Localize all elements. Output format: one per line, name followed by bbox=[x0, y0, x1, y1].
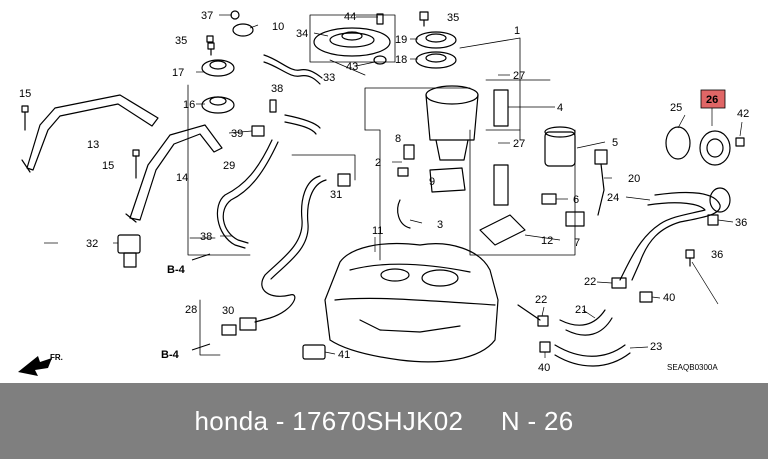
callout-29: 29 bbox=[223, 160, 235, 172]
bolt-15-upper bbox=[21, 105, 29, 131]
reference-arrows bbox=[18, 253, 211, 376]
callout-15-lower: 15 bbox=[102, 160, 114, 172]
callout-31: 31 bbox=[330, 189, 342, 201]
part-number-caption: honda - 17670SHJK02 N - 26 bbox=[194, 405, 574, 436]
callout-27-lower: 27 bbox=[513, 138, 525, 150]
callout-6: 6 bbox=[573, 194, 579, 206]
callout-20: 20 bbox=[628, 173, 640, 185]
fuel-pipe-29 bbox=[216, 139, 279, 249]
fuel-tank-strap-right bbox=[125, 124, 223, 223]
callout-14: 14 bbox=[176, 172, 188, 184]
callout-24: 24 bbox=[607, 192, 619, 204]
clip-parts bbox=[302, 173, 351, 360]
callout-36-lower: 36 bbox=[711, 249, 723, 261]
callout-35-right: 35 bbox=[447, 12, 459, 24]
callout-9: 9 bbox=[429, 176, 435, 188]
callout-34: 34 bbox=[296, 28, 308, 40]
fuel-pump-rings bbox=[206, 11, 457, 69]
callout-26: 26 bbox=[706, 94, 718, 106]
front-indicator: FR. bbox=[50, 353, 63, 362]
callout-22-left: 22 bbox=[535, 294, 547, 306]
pump-bracket-12 bbox=[479, 193, 585, 246]
filler-hoses bbox=[517, 304, 631, 367]
highlighted-part-26-box bbox=[700, 89, 726, 109]
callout-38-lower: 38 bbox=[200, 231, 212, 243]
callout-37: 37 bbox=[201, 10, 213, 22]
bolt-15-lower bbox=[132, 149, 140, 179]
callout-27-upper: 27 bbox=[513, 70, 525, 82]
callout-15-upper: 15 bbox=[19, 88, 31, 100]
filler-pipe-24 bbox=[619, 187, 731, 281]
callout-35-left: 35 bbox=[175, 35, 187, 47]
callout-5: 5 bbox=[612, 137, 618, 149]
fuel-pump-seal-plates bbox=[313, 13, 391, 65]
callout-4: 4 bbox=[557, 102, 563, 114]
callout-43: 43 bbox=[346, 61, 358, 73]
level-sender bbox=[397, 144, 466, 229]
fuel-pipe-28-30 bbox=[221, 175, 327, 336]
fuel-tank-exploded-diagram: 37 10 35 17 16 33 38 39 34 44 43 35 19 1… bbox=[18, 10, 749, 376]
callout-36-upper: 36 bbox=[735, 217, 747, 229]
callout-13: 13 bbox=[87, 139, 99, 151]
callout-25: 25 bbox=[670, 102, 682, 114]
ref-b4-lower: B-4 bbox=[161, 349, 180, 361]
callout-39: 39 bbox=[231, 128, 243, 140]
callout-21: 21 bbox=[575, 304, 587, 316]
fuel-pump-module bbox=[425, 85, 509, 206]
callout-11: 11 bbox=[372, 225, 383, 237]
callout-22-right: 22 bbox=[584, 276, 596, 288]
callout-38-upper: 38 bbox=[271, 83, 283, 95]
pipe-bracket-frame bbox=[187, 14, 576, 356]
callout-23: 23 bbox=[650, 341, 662, 353]
fuel-tank bbox=[324, 242, 499, 363]
callout-32: 32 bbox=[86, 238, 98, 250]
filler-neck-parts-left bbox=[201, 10, 254, 114]
callout-44: 44 bbox=[344, 11, 356, 23]
callout-40-right: 40 bbox=[663, 292, 675, 304]
ref-b4-upper: B-4 bbox=[167, 264, 186, 276]
fuel-filter-5 bbox=[544, 126, 576, 167]
part-info-footer: honda - 17670SHJK02 N - 26 bbox=[0, 383, 768, 459]
callout-2: 2 bbox=[375, 157, 381, 169]
callout-30: 30 bbox=[222, 305, 234, 317]
callout-1: 1 bbox=[514, 25, 520, 37]
callout-16: 16 bbox=[183, 99, 195, 111]
callout-19: 19 bbox=[395, 34, 407, 46]
fuel-cap-assembly bbox=[665, 126, 745, 166]
breather-hoses bbox=[251, 54, 323, 137]
callout-7: 7 bbox=[574, 237, 580, 249]
callout-41: 41 bbox=[338, 349, 350, 361]
callout-10: 10 bbox=[272, 21, 284, 33]
callout-labels: 37 10 35 17 16 33 38 39 34 44 43 35 19 1… bbox=[19, 10, 749, 374]
callout-3: 3 bbox=[437, 219, 443, 231]
purge-valve-32 bbox=[117, 234, 141, 268]
leader-lines bbox=[44, 14, 743, 358]
callout-28: 28 bbox=[185, 304, 197, 316]
callout-8: 8 bbox=[395, 133, 401, 145]
callout-33: 33 bbox=[323, 72, 335, 84]
callout-42: 42 bbox=[737, 108, 749, 120]
callout-40-left: 40 bbox=[538, 362, 550, 374]
callout-18: 18 bbox=[395, 54, 407, 66]
callout-17: 17 bbox=[172, 67, 184, 79]
connector-20 bbox=[594, 149, 608, 216]
fuel-tank-strap-left bbox=[21, 94, 159, 173]
diagram-code: SEAQB0300A bbox=[667, 363, 718, 372]
callout-12: 12 bbox=[541, 235, 553, 247]
